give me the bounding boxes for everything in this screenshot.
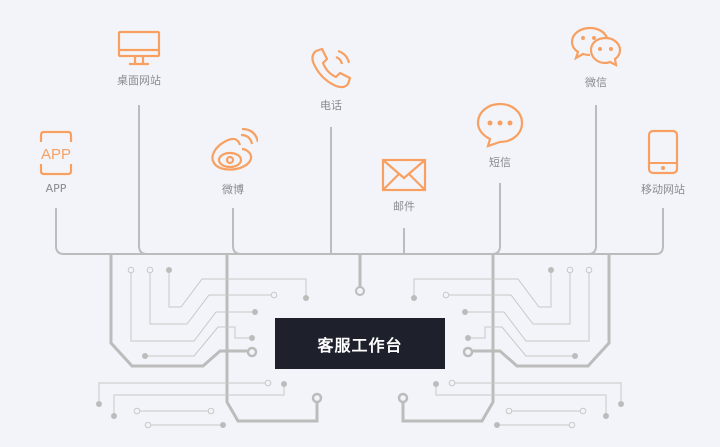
channel-email[interactable]: 邮件 bbox=[354, 158, 454, 214]
channel-label: 短信 bbox=[489, 156, 511, 169]
channel-label: 桌面网站 bbox=[117, 74, 161, 87]
envelope-icon bbox=[381, 158, 427, 192]
svg-text:APP: APP bbox=[41, 146, 71, 163]
circuit-left bbox=[96, 254, 323, 429]
channel-label: APP bbox=[45, 182, 67, 195]
channel-desktop[interactable]: 桌面网站 bbox=[89, 30, 189, 88]
channel-sms[interactable]: 短信 bbox=[450, 102, 550, 170]
channel-app[interactable]: APP APP bbox=[6, 130, 106, 195]
chat-bubble-icon bbox=[476, 102, 524, 148]
weibo-icon bbox=[211, 127, 258, 171]
phone-icon bbox=[311, 47, 352, 89]
monitor-icon bbox=[117, 30, 161, 66]
channel-label: 电话 bbox=[320, 99, 342, 112]
app-icon: APP bbox=[39, 130, 73, 176]
channel-phone[interactable]: 电话 bbox=[281, 47, 381, 113]
center-trace bbox=[355, 254, 365, 296]
customer-service-workbench[interactable]: 客服工作台 bbox=[275, 318, 445, 369]
smartphone-icon bbox=[647, 129, 679, 175]
channel-label: 微信 bbox=[585, 76, 607, 89]
channel-label: 移动网站 bbox=[641, 183, 685, 196]
channel-label: 微博 bbox=[222, 183, 244, 196]
channel-wechat[interactable]: 微信 bbox=[546, 26, 646, 90]
channel-weibo[interactable]: 微博 bbox=[183, 127, 283, 197]
channel-label: 邮件 bbox=[393, 200, 415, 213]
channel-mobile-site[interactable]: 移动网站 bbox=[613, 129, 713, 197]
wechat-icon bbox=[570, 26, 622, 67]
